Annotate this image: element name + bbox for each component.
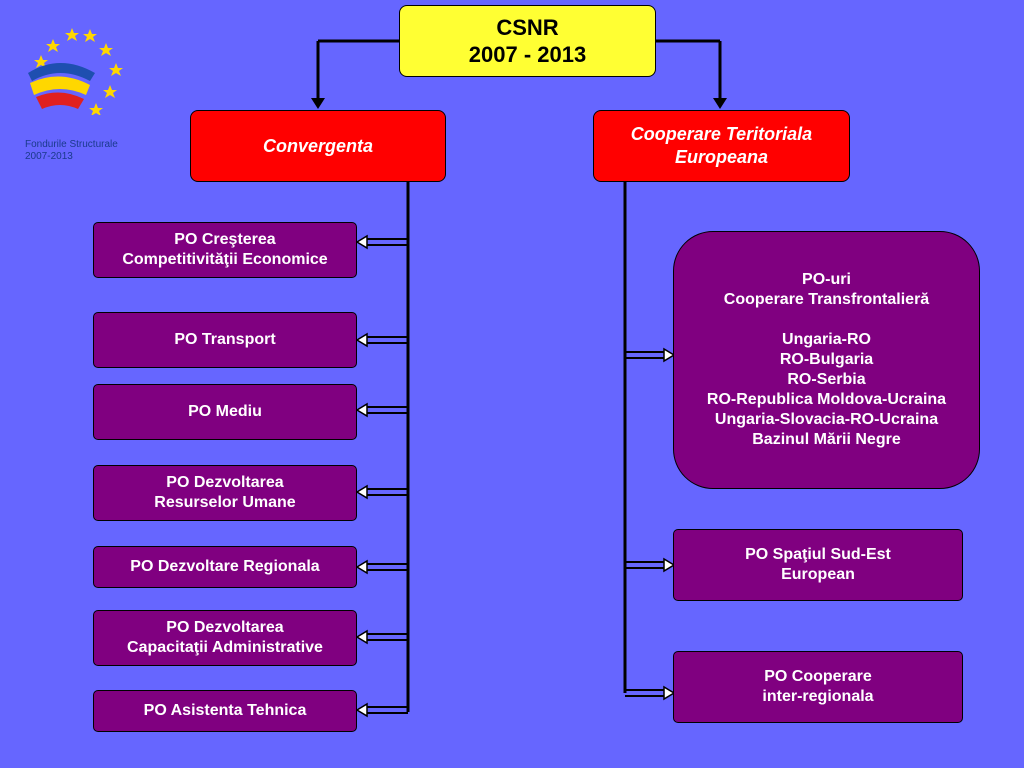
program-line1: PO Dezvoltarea [166, 474, 284, 491]
program-line1: PO Dezvoltarea [166, 619, 284, 636]
branch-right-label-line1: Cooperare Teritoriala [630, 124, 813, 144]
arrow-root-right [713, 98, 727, 109]
logo-caption-line1: Fondurile Structurale [25, 139, 118, 150]
cross-border-subtitle: Cooperare Transfrontalieră [723, 291, 930, 308]
arrow-right-program-2 [625, 685, 676, 701]
branch-cooperare-teritoriala: Cooperare Teritoriala Europeana [593, 110, 850, 182]
cross-border-item: Ungaria-Slovacia-RO-Ucraina [714, 411, 939, 428]
program-line1: PO Asistenta Tehnica [143, 702, 307, 719]
program-line1: PO Transport [174, 331, 276, 348]
arrow-left-program-5 [355, 629, 408, 645]
program-line2: inter-regionala [762, 688, 874, 705]
cross-border-item: RO-Bulgaria [779, 351, 874, 368]
cross-border-item: RO-Serbia [787, 371, 866, 388]
arrow-left-program-3 [355, 484, 408, 500]
arrow-left-program-4 [355, 559, 408, 575]
program-line1: PO Spaţiul Sud-Est [745, 546, 891, 563]
branch-convergenta: Convergenta [190, 110, 446, 182]
cross-border-item: Ungaria-RO [782, 331, 871, 348]
structural-funds-logo [28, 28, 123, 115]
arrow-root-left [311, 98, 325, 109]
cross-border-title: PO-uri [802, 271, 851, 288]
program-mediu: PO Mediu [93, 384, 357, 440]
program-capacitate-administrativa: PO Dezvoltarea Capacitaţii Administrativ… [93, 610, 357, 666]
root-period: 2007 - 2013 [468, 42, 587, 67]
logo-caption: Fondurile Structurale 2007-2013 [25, 139, 118, 163]
program-dezvoltare-regionala: PO Dezvoltare Regionala [93, 546, 357, 588]
cross-border-item: RO-Republica Moldova-Ucraina [706, 391, 947, 408]
program-line2: Resurselor Umane [154, 494, 296, 511]
program-line1: PO Dezvoltare Regionala [130, 558, 320, 575]
arrow-left-program-6 [355, 702, 408, 718]
program-transport: PO Transport [93, 312, 357, 368]
program-cooperare-interregionala: PO Cooperare inter-regionala [673, 651, 963, 723]
program-line2: European [781, 566, 855, 583]
program-line1: PO Mediu [188, 403, 262, 420]
program-resurse-umane: PO Dezvoltarea Resurselor Umane [93, 465, 357, 521]
arrow-right-program-1 [625, 557, 676, 573]
program-cooperare-transfrontaliera: PO-uri Cooperare Transfrontalieră Ungari… [673, 231, 980, 489]
program-spatiul-sud-est: PO Spaţiul Sud-Est European [673, 529, 963, 601]
logo-caption-line2: 2007-2013 [25, 151, 73, 162]
program-asistenta-tehnica: PO Asistenta Tehnica [93, 690, 357, 732]
eu-stars-icon [34, 28, 123, 115]
branch-convergenta-label: Convergenta [262, 135, 374, 156]
program-competitivitate: PO Creşterea Competitivităţii Economice [93, 222, 357, 278]
cross-border-item: Bazinul Mării Negre [752, 431, 901, 448]
program-line1: PO Creşterea [174, 231, 276, 248]
branch-right-label-line2: Europeana [674, 147, 769, 167]
csnr-root-box: CSNR 2007 - 2013 [399, 5, 656, 77]
arrow-left-program-2 [355, 402, 408, 418]
arrow-left-program-0 [355, 234, 408, 250]
program-line2: Capacitaţii Administrative [127, 639, 323, 656]
arrow-right-program-0 [625, 347, 676, 363]
root-title: CSNR [496, 15, 559, 40]
program-line2: Competitivităţii Economice [122, 251, 328, 268]
program-line1: PO Cooperare [764, 668, 872, 685]
arrow-left-program-1 [355, 332, 408, 348]
